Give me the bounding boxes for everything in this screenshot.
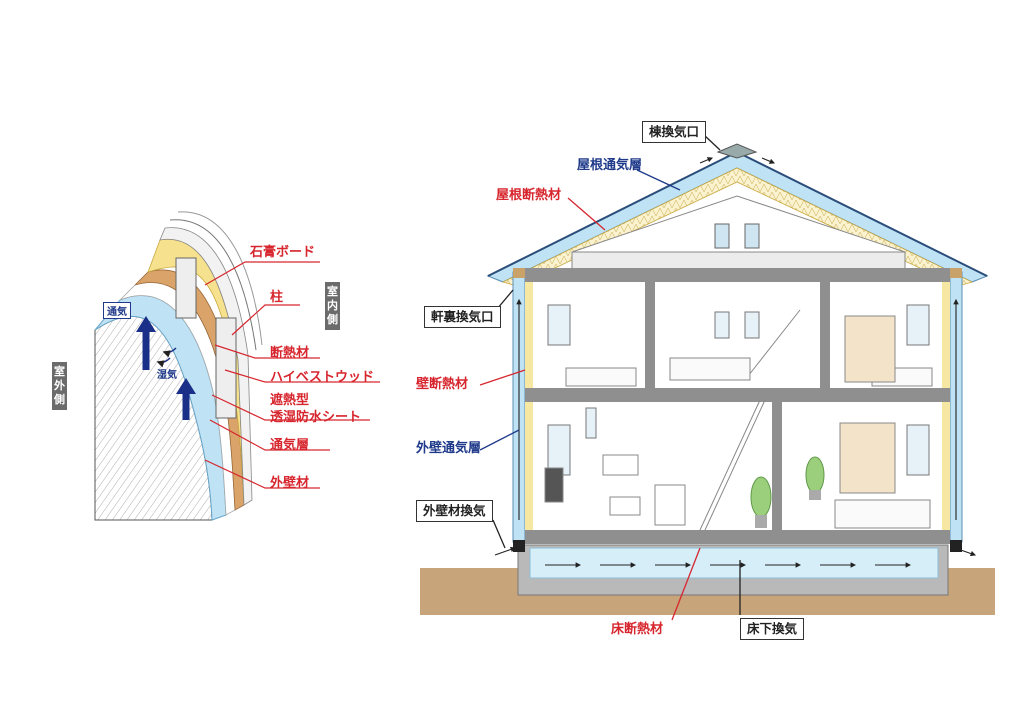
label-heat-shield-type: 遮熱型 xyxy=(270,393,310,408)
label-floor-insulation: 床断熱材 xyxy=(611,622,664,637)
label-ridge-vent: 棟換気口 xyxy=(642,121,707,143)
tag-moisture: 湿気 xyxy=(157,370,177,381)
wall-section-drawing xyxy=(94,211,263,521)
label-exterior-wall-vent: 外壁材換気 xyxy=(416,500,493,522)
label-eave-vent: 軒裏換気口 xyxy=(424,306,501,328)
label-air-layer: 通気層 xyxy=(270,438,310,453)
house-drawing xyxy=(420,143,995,615)
label-column: 柱 xyxy=(270,290,284,305)
label-insulation: 断熱材 xyxy=(270,346,310,361)
tag-outdoor: 室外側 xyxy=(52,362,67,410)
house-leader-lines xyxy=(479,134,741,621)
tag-ventilation: 通気 xyxy=(103,302,131,319)
label-underfloor-vent: 床下換気 xyxy=(740,618,805,640)
label-wall-insulation: 壁断熱材 xyxy=(416,377,469,392)
label-roof-insulation: 屋根断熱材 xyxy=(496,188,562,203)
label-exterior-wall: 外壁材 xyxy=(270,476,310,491)
column-post xyxy=(175,257,197,319)
label-roof-air-layer: 屋根通気層 xyxy=(577,158,643,173)
ground xyxy=(420,568,995,615)
label-breathable-waterproof-sheet: 透湿防水シート xyxy=(270,410,362,425)
label-gypsum-board: 石膏ボード xyxy=(250,245,316,260)
tag-indoor: 室内側 xyxy=(325,282,340,330)
wall-leader-lines xyxy=(204,261,380,489)
label-hi-best-wood: ハイベストウッド xyxy=(270,370,375,385)
label-exterior-air-layer: 外壁通気層 xyxy=(416,441,482,456)
